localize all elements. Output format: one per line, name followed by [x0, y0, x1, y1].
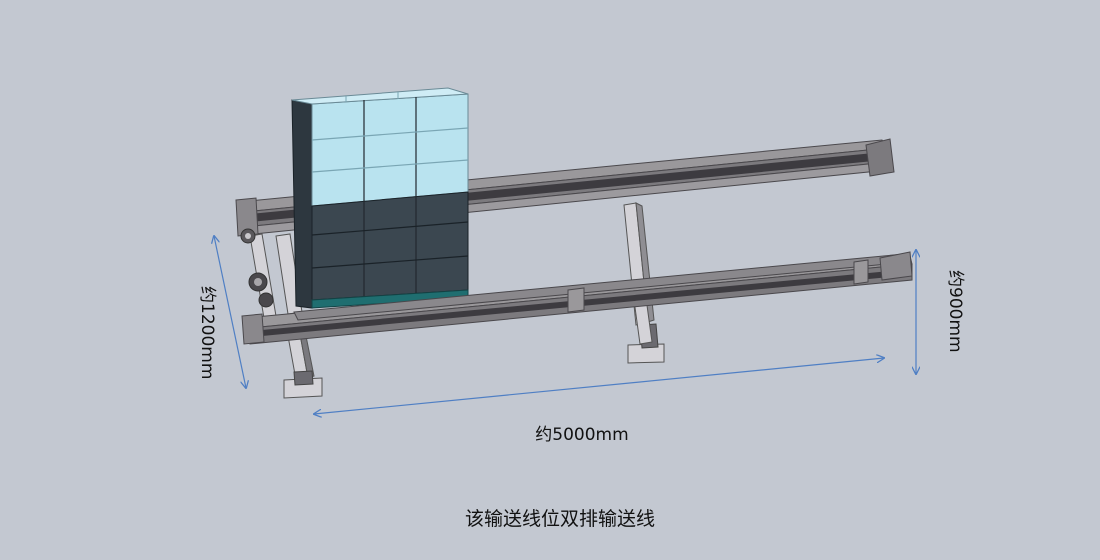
- dimension-height-label: 约900mm: [945, 270, 965, 353]
- rail-front: [241, 251, 913, 345]
- dimension-height: 约900mm: [916, 250, 965, 374]
- box-stack: [291, 87, 469, 309]
- diagram-caption: 该输送线位双排输送线: [465, 508, 655, 530]
- dimension-width-label: 约1200mm: [197, 286, 217, 379]
- dimension-width: 约1200mm: [197, 236, 246, 388]
- support-leg-front-left: [283, 333, 323, 399]
- dimension-length: 约5000mm: [314, 358, 884, 445]
- dimension-length-label: 约5000mm: [535, 425, 628, 445]
